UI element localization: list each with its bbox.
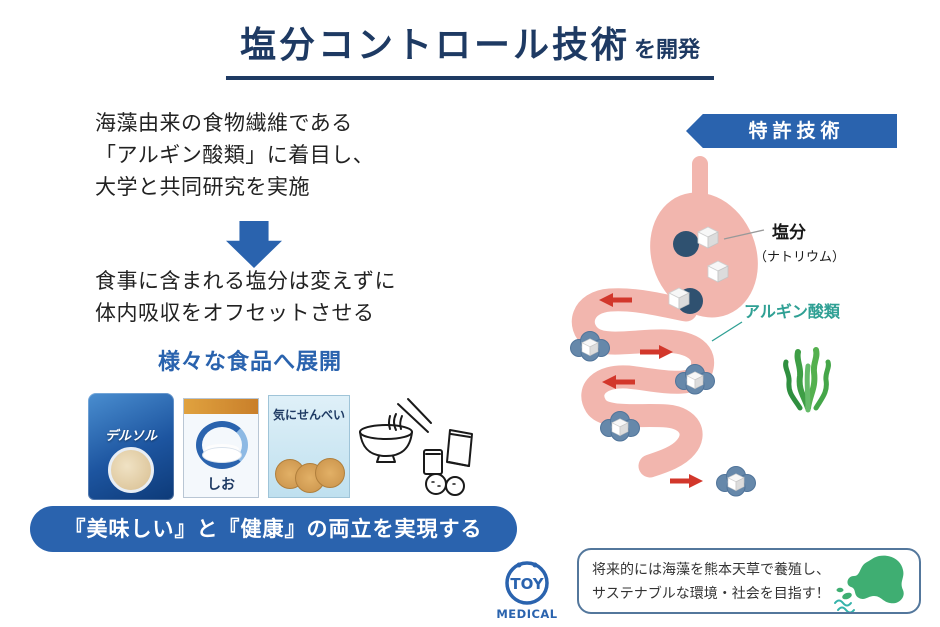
offset-line: 体内吸収をオフセットさせる [95,300,375,325]
salt-cube-icon [697,226,719,249]
alginate-cloud-icon [717,467,756,497]
box-swirl-graphic [196,421,248,469]
pouch-window [108,447,154,493]
bubble-line: サステナブルな環境・社会を目指す！ [592,585,830,602]
digestive-tract-illustration: 塩分 （ナトリウム） アルギン酸類 [540,156,845,522]
flow-arrow-icon [670,474,703,488]
logo-text-bottom: MEDICAL [496,607,557,621]
title-suffix: を開発 [634,38,701,63]
research-line: 海藻由来の食物繊維である [95,111,353,135]
noodle-bowl-icon [359,398,432,463]
stomach-graphic [650,156,758,318]
research-line: 「アルギン酸類」に着目し、 [95,142,375,167]
salt-cube-icon [707,260,729,283]
toy-medical-logo: TOY MEDICAL [496,561,557,621]
salt-cube-icon [668,287,690,310]
product-label: デルソル [104,429,157,444]
page-title: 塩分コントロール技術を開発 [225,16,715,80]
sodium-particles [668,226,729,314]
box-top-strip [184,399,258,414]
kumamoto-map-icon [834,555,904,612]
future-bubble: 将来的には海藻を熊本天草で養殖し、 サステナブルな環境・社会を目指す！ [577,548,921,614]
research-line: 大学と共同研究を実施 [95,174,310,199]
tagline-banner: 『美味しい』と『健康』の両立を実現する [30,506,517,552]
salt-label-connector [723,229,765,240]
offset-line: 食事に含まれる塩分は変えずに [95,269,396,293]
product-label: しお [207,477,235,493]
patent-badge: 特許技術 [686,114,897,148]
down-arrow-icon [226,221,282,268]
sodium-circle [673,231,699,257]
product-package-pouch: デルソル [88,393,174,500]
salt-label: 塩分 [772,222,806,243]
title-main: 塩分コントロール技術 [239,25,630,66]
alginate-label: アルギン酸類 [744,302,841,321]
cracker-graphic [315,458,345,488]
bubble-line: 将来的には海藻を熊本天草で養殖し、 [592,562,830,578]
sodium-sublabel: （ナトリウム） [754,250,845,265]
bubble-text: 将来的には海藻を熊本天草で養殖し、 サステナブルな環境・社会を目指す！ [592,559,830,607]
wave-icon [834,599,855,612]
offset-paragraph: 食事に含まれる塩分は変えずに 体内吸収をオフセットさせる [95,266,396,330]
seaweed-icon [783,347,831,413]
logo-text-top: TOY [510,575,544,593]
product-label: 気にせんべい [272,408,345,422]
product-package-senbei: 気にせんべい [268,395,350,498]
snack-packs-icon [423,429,473,496]
alginate-label-connector [711,321,743,342]
foods-heading: 様々な食品へ展開 [158,350,343,375]
salt-bowl-graphic [202,447,242,463]
research-paragraph: 海藻由来の食物繊維である 「アルギン酸類」に着目し、 大学と共同研究を実施 [95,108,374,204]
product-package-salt-box: しお [183,398,259,498]
